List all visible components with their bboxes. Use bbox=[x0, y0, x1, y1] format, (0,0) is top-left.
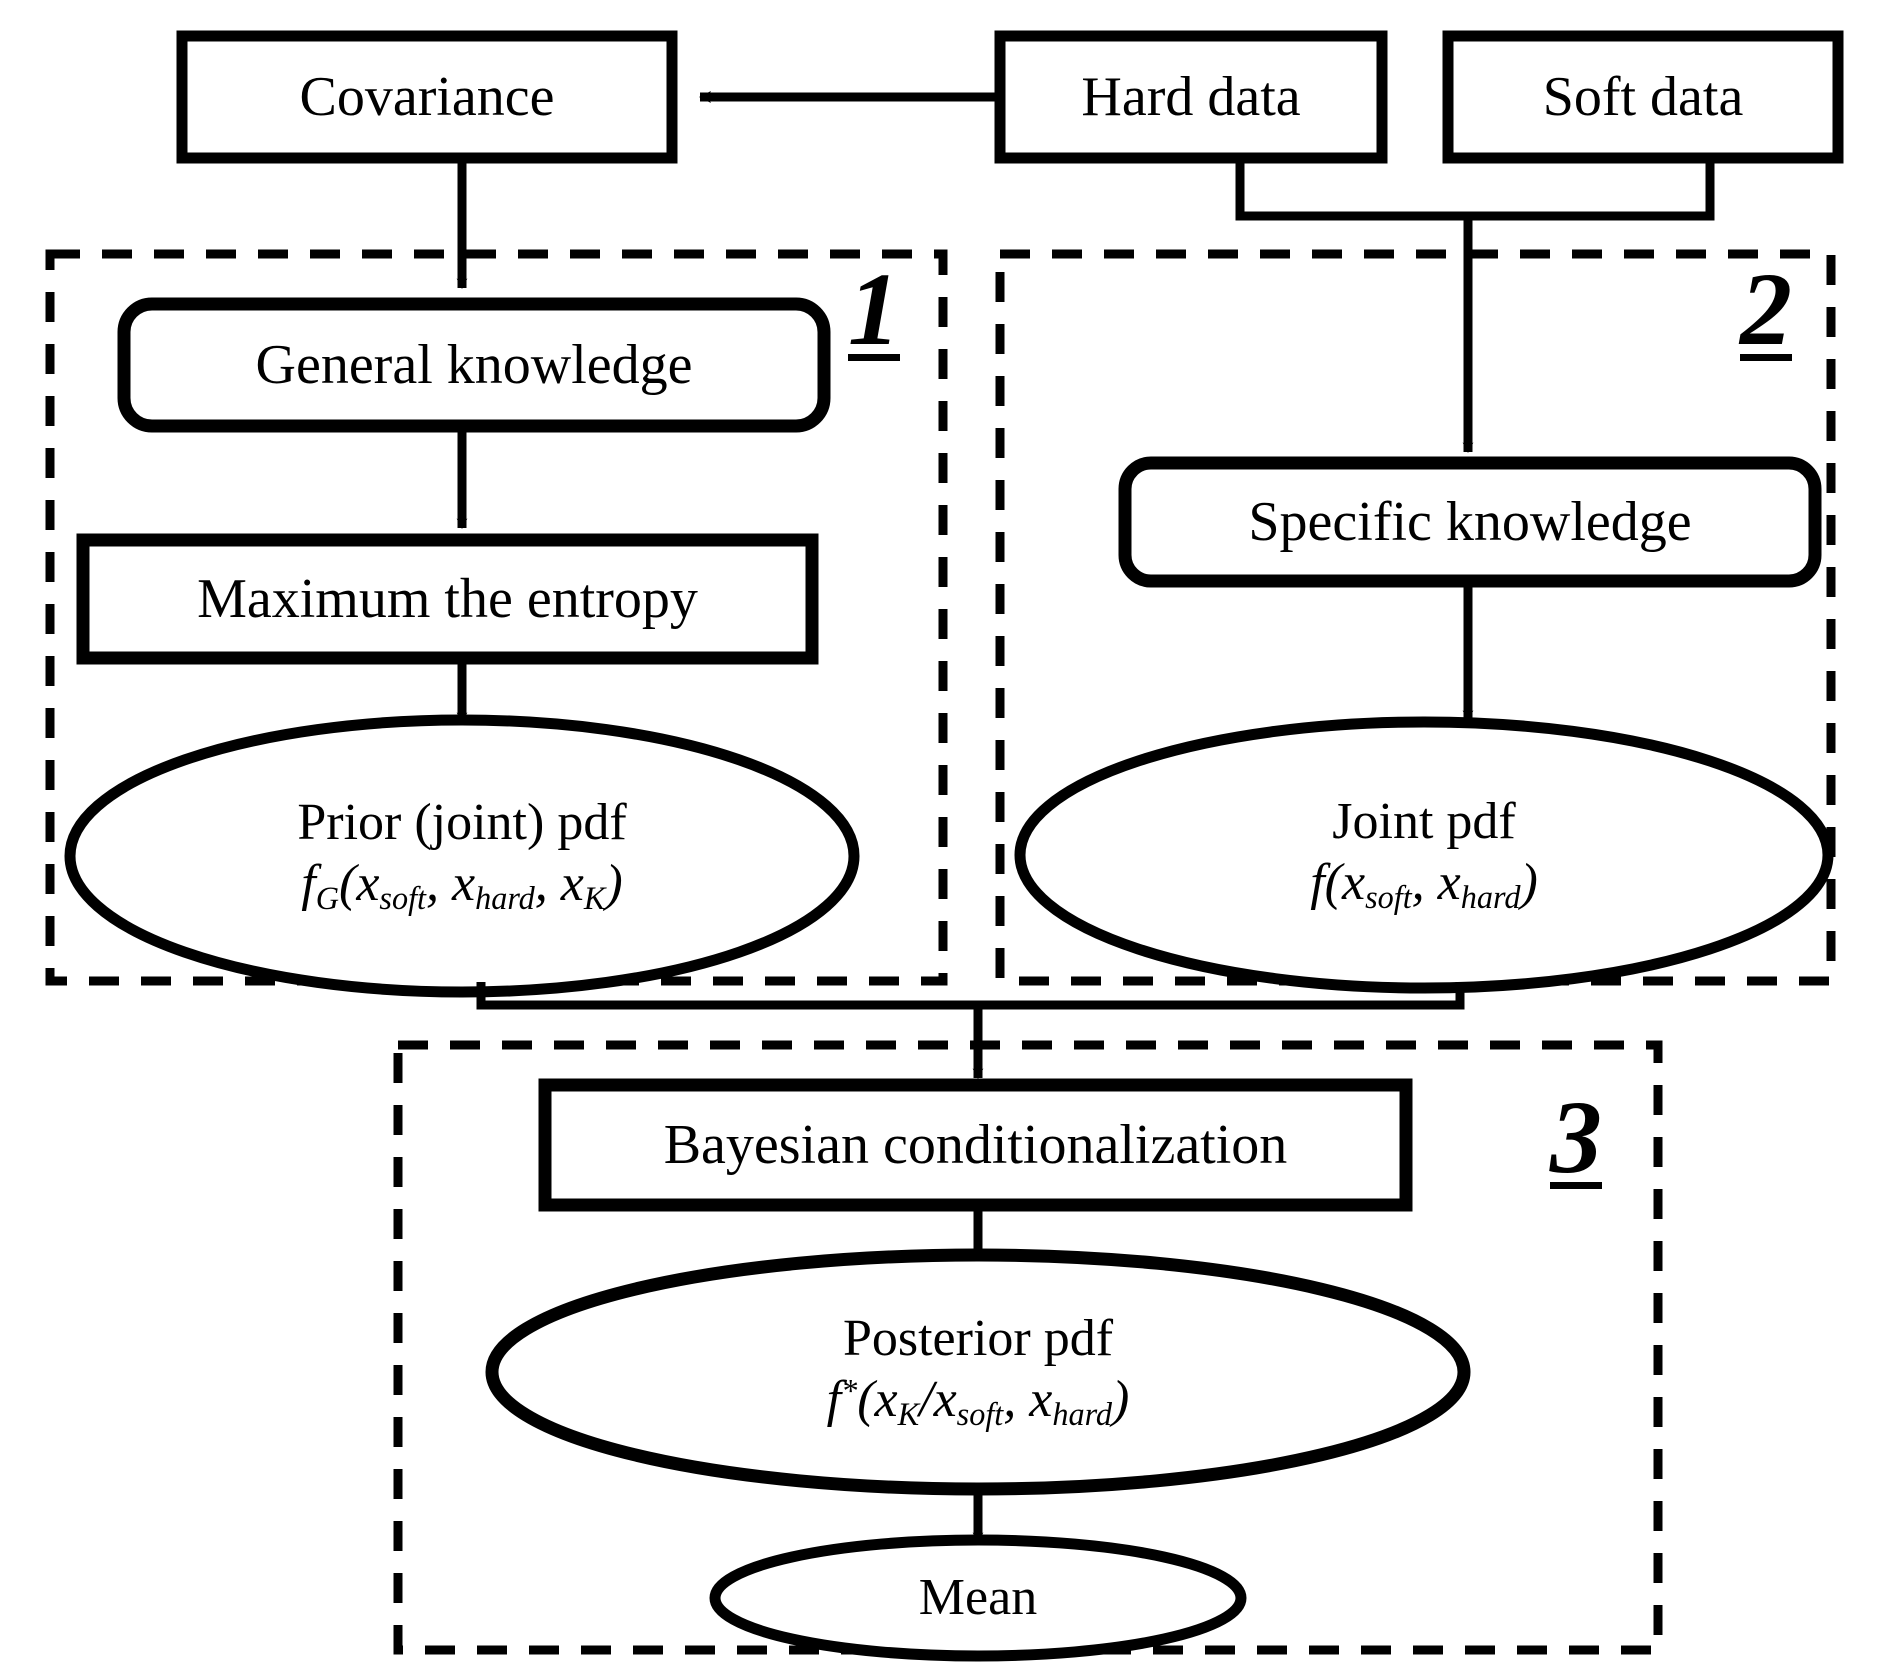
prior-pdf-ellipse[interactable] bbox=[64, 714, 860, 998]
joint-pdf-ellipse[interactable] bbox=[1014, 716, 1834, 994]
soft-data-box[interactable] bbox=[1442, 30, 1844, 164]
bayesian-conditionalization-box[interactable] bbox=[538, 1078, 1413, 1212]
covariance-box[interactable] bbox=[176, 30, 678, 164]
maximum-entropy-box[interactable] bbox=[76, 533, 819, 665]
panel-3-dashed-border bbox=[393, 1040, 1663, 1655]
posterior-pdf-ellipse[interactable] bbox=[485, 1248, 1471, 1496]
mean-ellipse[interactable] bbox=[709, 1534, 1247, 1662]
specific-knowledge-box[interactable] bbox=[1118, 456, 1822, 588]
edge-hard-soft-merge-to-specific-knowledge bbox=[1235, 160, 1715, 221]
edge-pdfs-merge bbox=[476, 982, 1465, 1010]
panel-1-dashed-border bbox=[45, 249, 948, 986]
hard-data-box[interactable] bbox=[994, 30, 1388, 164]
general-knowledge-box[interactable] bbox=[117, 297, 831, 433]
